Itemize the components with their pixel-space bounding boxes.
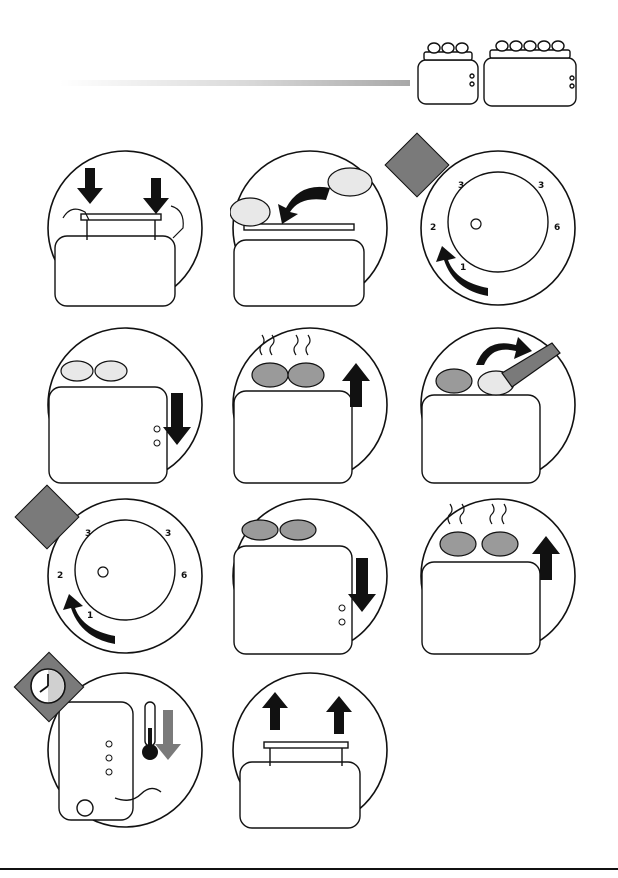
- bun-icon: [252, 363, 288, 387]
- bun-icon: [288, 363, 324, 387]
- thermometer-icon: [142, 702, 158, 760]
- dial-label-2: 2: [57, 571, 63, 581]
- two-slot-toaster-icon: [418, 43, 478, 104]
- bun-icon: [482, 532, 518, 556]
- bun-icon: [61, 361, 93, 381]
- bun-icon: [242, 520, 278, 540]
- step-6-turn-buns: [418, 325, 578, 485]
- step-11-lift-rack: [230, 670, 390, 830]
- bun-icon: [328, 168, 372, 196]
- step-4-lower-lever: [45, 325, 205, 485]
- dial-label-5: 3: [538, 181, 544, 191]
- bun-icon: [280, 520, 316, 540]
- long-slot-toaster-icon: [484, 41, 576, 106]
- plug-icon: [77, 800, 93, 816]
- bun-icon: [436, 369, 472, 393]
- dial-label-6: 6: [181, 571, 187, 581]
- bun-icon: [230, 198, 270, 226]
- dial-label-5: 3: [165, 529, 171, 539]
- step-2-place-buns: [230, 148, 390, 308]
- step-1-press-rack: [45, 148, 205, 308]
- dial-label-2: 2: [430, 223, 436, 233]
- step-9-lever-up: [418, 496, 578, 656]
- step-5-lever-up: [230, 325, 390, 485]
- step-8-lower-lever: [230, 496, 390, 656]
- dial-label-1: 1: [87, 611, 93, 621]
- dial-label-3: 3: [458, 181, 464, 191]
- header-gradient-bar: [60, 80, 410, 86]
- bottom-rule: [0, 868, 618, 870]
- dial-label-6: 6: [554, 223, 560, 233]
- header-toaster-illustration: [412, 38, 582, 110]
- bun-icon: [440, 532, 476, 556]
- bun-icon: [95, 361, 127, 381]
- dial-label-3: 3: [85, 529, 91, 539]
- dial-label-1: 1: [460, 263, 466, 273]
- clock-icon: [28, 666, 68, 706]
